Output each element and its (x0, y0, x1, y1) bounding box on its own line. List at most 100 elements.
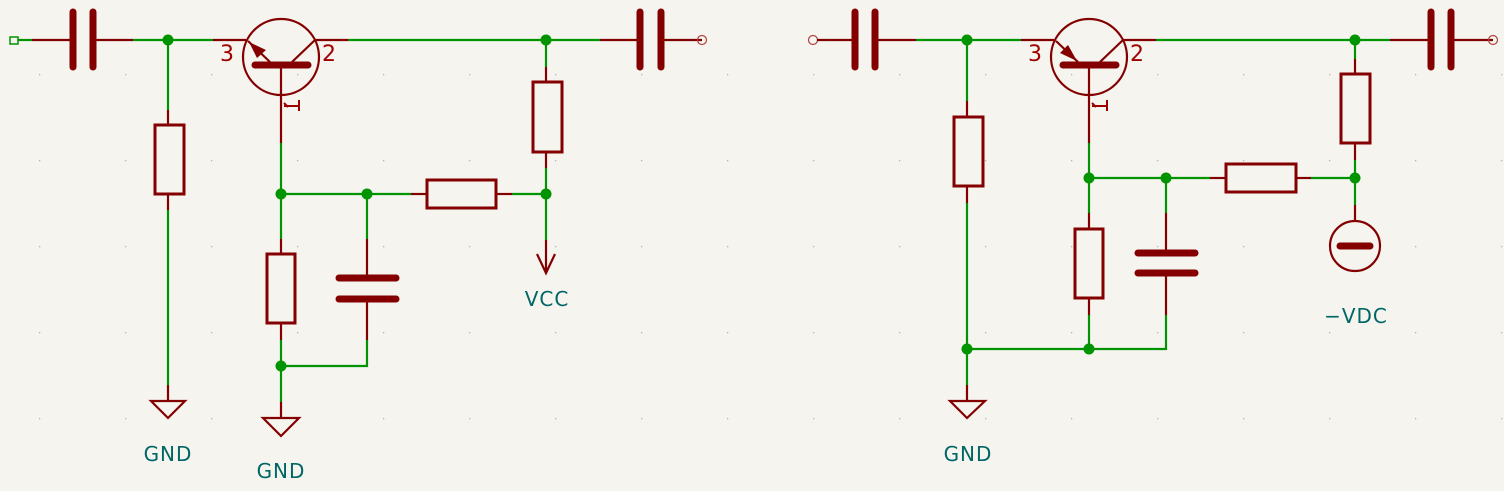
grid-dot (555, 418, 557, 420)
grid-dot (297, 332, 299, 334)
grid-dot (1415, 160, 1417, 162)
grid-dot (813, 74, 815, 76)
gnd-label: GND (944, 442, 993, 466)
left-circuit: GND 3 2 (9, 8, 708, 483)
bias-resistor[interactable] (153, 110, 186, 210)
grid-dot (1329, 160, 1331, 162)
grid-dot (1071, 74, 1073, 76)
grid-dot (1157, 418, 1159, 420)
input-capacitor[interactable] (32, 8, 133, 71)
junction (1083, 172, 1095, 184)
grid-dot (1243, 418, 1245, 420)
output-capacitor[interactable] (1390, 8, 1493, 71)
output-port[interactable] (696, 34, 708, 46)
grid-dot (1415, 332, 1417, 334)
grid-dot (383, 418, 385, 420)
grid-dot (1415, 74, 1417, 76)
grid-dot (1243, 246, 1245, 248)
grid-dot (899, 160, 901, 162)
collector-resistor[interactable] (1339, 59, 1372, 160)
gnd-label: GND (257, 459, 306, 483)
pin-number-collector: 2 (322, 42, 336, 67)
grid-dot (555, 246, 557, 248)
grid-dot (555, 74, 557, 76)
grid-dot (469, 418, 471, 420)
grid-dot (39, 74, 41, 76)
grid-dot (727, 332, 729, 334)
bias-resistor[interactable] (952, 101, 985, 203)
junction (1160, 172, 1172, 184)
vcc-symbol[interactable] (536, 240, 556, 276)
grid-dot (1157, 160, 1159, 162)
grid-dot (297, 74, 299, 76)
grid-dot (985, 332, 987, 334)
grid-dot (555, 332, 557, 334)
grid-dot (39, 246, 41, 248)
grid-dot (985, 246, 987, 248)
junction (162, 34, 174, 46)
grid-dot (125, 160, 127, 162)
input-port[interactable] (807, 34, 819, 46)
grid-dot (211, 332, 213, 334)
grid-dot (39, 160, 41, 162)
grid-dot (469, 160, 471, 162)
supply-resistor[interactable] (1210, 162, 1311, 194)
grid-dot (813, 418, 815, 420)
transistor[interactable] (1021, 17, 1156, 143)
gnd-symbol[interactable] (260, 402, 302, 438)
bypass-capacitor[interactable] (1134, 213, 1199, 315)
grid-dot (1329, 332, 1331, 334)
grid-dot (1243, 160, 1245, 162)
grid-dot (211, 246, 213, 248)
grid-dot (985, 160, 987, 162)
junction (961, 343, 973, 355)
grid-dot (383, 74, 385, 76)
grid-dot (39, 332, 41, 334)
output-capacitor[interactable] (600, 8, 702, 71)
grid-dot (727, 418, 729, 420)
grid-dot (985, 418, 987, 420)
junction (275, 188, 287, 200)
bypass-capacitor[interactable] (335, 239, 400, 340)
grid-dot (1501, 74, 1503, 76)
grid-dot (1157, 332, 1159, 334)
input-port[interactable] (9, 36, 19, 45)
grid-dot (899, 74, 901, 76)
supply-resistor[interactable] (411, 178, 512, 210)
transistor[interactable] (213, 17, 348, 143)
grid-dot (813, 332, 815, 334)
grid-dot (1329, 74, 1331, 76)
collector-resistor[interactable] (531, 67, 564, 168)
base-resistor[interactable] (1073, 213, 1105, 315)
vcc-label: VCC (525, 287, 570, 311)
grid-dot (211, 160, 213, 162)
grid-dot (727, 74, 729, 76)
grid-dot (1415, 246, 1417, 248)
junction (540, 34, 552, 46)
junction (361, 188, 373, 200)
grid-dot (39, 418, 41, 420)
pin-number-emitter: 3 (220, 42, 234, 67)
grid-dot (1071, 418, 1073, 420)
junction (961, 34, 973, 46)
output-port[interactable] (1487, 34, 1499, 46)
grid-dot (813, 246, 815, 248)
grid-dot (469, 74, 471, 76)
grid-dot (125, 246, 127, 248)
grid-dot (641, 418, 643, 420)
grid-dots (39, 74, 1503, 420)
wire[interactable] (281, 340, 369, 368)
grid-dot (211, 418, 213, 420)
negative-vdc-symbol[interactable] (1328, 205, 1382, 273)
junction (1349, 172, 1361, 184)
grid-dot (727, 246, 729, 248)
base-resistor[interactable] (265, 239, 297, 340)
input-capacitor[interactable] (817, 8, 916, 71)
junction (1349, 34, 1361, 46)
grid-dot (899, 332, 901, 334)
gnd-symbol[interactable] (947, 385, 988, 420)
wire[interactable] (967, 315, 1168, 351)
vdc-label: −VDC (1324, 304, 1388, 328)
gnd-symbol[interactable] (148, 385, 188, 420)
